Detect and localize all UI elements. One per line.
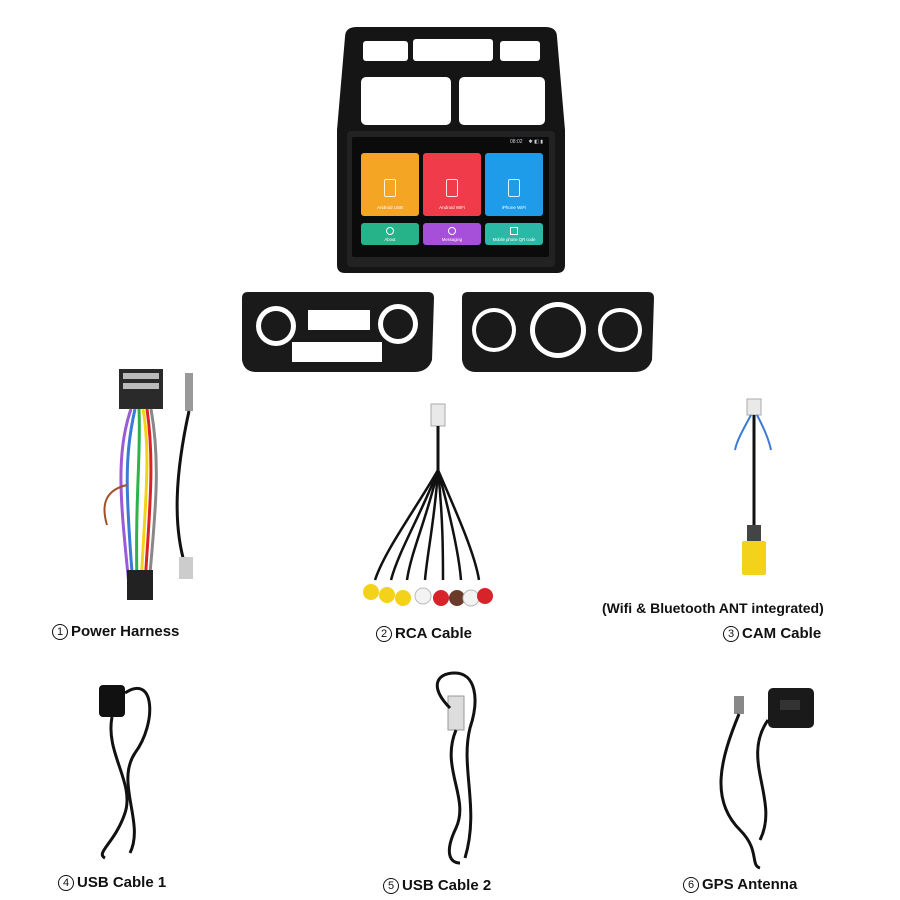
item-label: GPS Antenna (702, 876, 798, 893)
phone-icon (446, 179, 458, 197)
status-time: 08:02 (510, 139, 523, 145)
tile-about[interactable]: About (361, 223, 419, 245)
caption-power-harness: 1 Power Harness (52, 623, 179, 640)
phone-icon (508, 179, 520, 197)
power-harness-image (103, 369, 193, 600)
item-number-badge: 3 (723, 625, 739, 642)
item-number-badge: 2 (376, 625, 392, 642)
message-icon (448, 226, 456, 235)
tile-label: iPhone WiFi (501, 205, 527, 210)
item-label: USB Cable 1 (77, 874, 167, 891)
item-number-badge: 5 (383, 877, 399, 894)
right-control-panel (462, 292, 654, 372)
head-unit-screen: 08:02 ✱ ◧ ▮ Android USB Android WiFi iPh… (352, 137, 549, 257)
tile-label: Mobile phone QR code (492, 236, 536, 242)
usb-cable-1-image (99, 685, 152, 860)
caption-cam-cable: 3 CAM Cable (723, 625, 821, 642)
rca-cable-image (363, 403, 493, 607)
caption-gps-antenna: 6 GPS Antenna (683, 876, 797, 893)
item-label: RCA Cable (395, 625, 472, 642)
item-number-badge: 6 (683, 876, 699, 893)
usb-cable-2-image (435, 671, 477, 865)
item-number-badge: 1 (52, 623, 68, 640)
item-label: USB Cable 2 (402, 877, 492, 894)
caption-rca-cable: 2 RCA Cable (376, 625, 472, 642)
tile-label: Messaging (441, 236, 463, 242)
tile-label: Android USB (376, 205, 403, 210)
tile-label: Android WiFi (439, 205, 465, 210)
item-label: CAM Cable (742, 625, 822, 642)
tile-android-wifi[interactable]: Android WiFi (423, 153, 481, 216)
info-icon (386, 226, 394, 235)
tile-android-usb[interactable]: Android USB (361, 153, 419, 216)
caption-usb-cable-1: 4 USB Cable 1 (58, 874, 166, 891)
phone-icon (384, 179, 396, 197)
cam-cable-note: (Wifi & Bluetooth ANT integrated) (602, 600, 824, 616)
cam-cable-image (734, 398, 772, 575)
status-bar: 08:02 ✱ ◧ ▮ (352, 137, 549, 147)
qr-code-icon (510, 226, 518, 235)
item-label: Power Harness (71, 623, 180, 640)
caption-usb-cable-2: 5 USB Cable 2 (383, 877, 491, 894)
tile-qr-code[interactable]: Mobile phone QR code (485, 223, 543, 245)
head-unit-product-image: 08:02 ✱ ◧ ▮ Android USB Android WiFi iPh… (335, 25, 567, 275)
status-icons: ✱ ◧ ▮ (528, 139, 543, 145)
gps-antenna-image (719, 688, 814, 870)
tile-messaging[interactable]: Messaging (423, 223, 481, 245)
tile-label: About (384, 236, 396, 242)
item-number-badge: 4 (58, 874, 74, 891)
left-control-panel (242, 292, 434, 372)
tile-iphone-wifi[interactable]: iPhone WiFi (485, 153, 543, 216)
